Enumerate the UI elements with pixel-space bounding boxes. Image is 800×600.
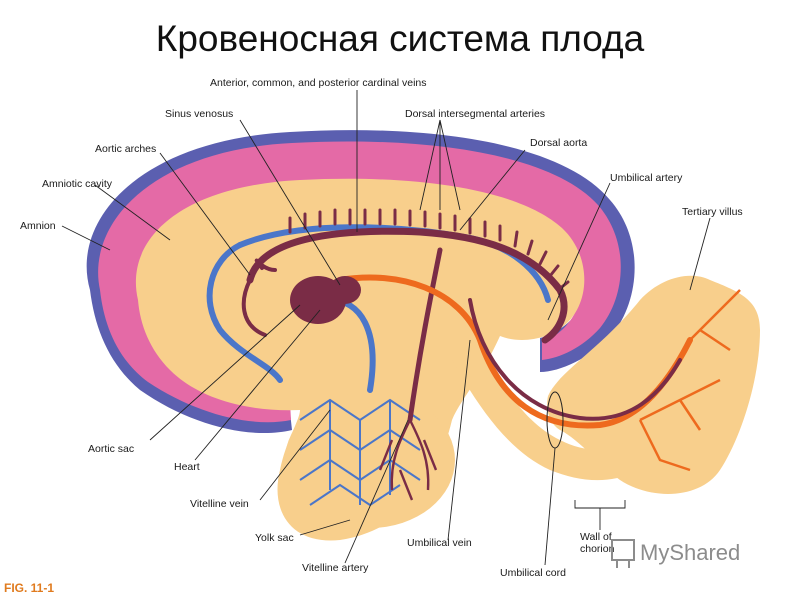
leader-lines bbox=[61, 90, 711, 566]
leader-line bbox=[689, 217, 711, 291]
page-title: Кровеносная система плода bbox=[155, 18, 645, 59]
label-vitelline-artery: Vitelline artery bbox=[302, 562, 369, 574]
label-aortic-sac: Aortic sac bbox=[88, 443, 134, 455]
figure-label: FIG. 11-1 bbox=[4, 581, 54, 595]
anterior-vein bbox=[206, 242, 283, 383]
chorion-shape bbox=[547, 275, 760, 494]
label-umbilical-vein: Umbilical vein bbox=[407, 537, 472, 549]
network-line bbox=[378, 439, 438, 501]
label-wall-of-chorion-1: Wall of bbox=[580, 531, 612, 543]
heart-shape bbox=[290, 276, 361, 324]
leader-line bbox=[149, 304, 301, 441]
villus-line bbox=[689, 289, 741, 352]
vitelline-artery-path bbox=[407, 247, 443, 423]
vitelline-vein-network bbox=[299, 398, 421, 507]
label-amnion: Amnion bbox=[20, 220, 56, 232]
label-heart: Heart bbox=[174, 461, 200, 473]
tertiary-villi bbox=[638, 289, 741, 472]
aortic-arches-path bbox=[241, 258, 277, 337]
leader-line bbox=[259, 409, 331, 501]
label-umbilical-artery: Umbilical artery bbox=[610, 172, 683, 184]
label-tertiary-villus: Tertiary villus bbox=[682, 206, 743, 218]
leader-line bbox=[419, 119, 461, 211]
leader-line bbox=[159, 152, 251, 276]
watermark: MyShared bbox=[611, 539, 740, 568]
leader-line bbox=[344, 419, 409, 564]
label-umbilical-cord: Umbilical cord bbox=[500, 567, 566, 579]
label-aortic-arches: Aortic arches bbox=[95, 143, 156, 155]
villus-line bbox=[638, 378, 721, 472]
umbilical-cord-shape bbox=[452, 330, 640, 481]
network-line bbox=[309, 483, 401, 507]
label-dorsal-aorta: Dorsal aorta bbox=[530, 137, 587, 149]
chorion-bracket bbox=[574, 500, 626, 509]
label-amniotic-cavity: Amniotic cavity bbox=[42, 178, 113, 190]
label-vitelline-vein: Vitelline vein bbox=[190, 498, 249, 510]
leader-line bbox=[447, 339, 471, 541]
leader-line bbox=[547, 182, 611, 321]
sinus-venosus-chamber bbox=[329, 276, 361, 304]
embryo-body bbox=[135, 178, 585, 541]
watermark-text: MyShared bbox=[640, 540, 740, 565]
intersegmental-ticks bbox=[288, 208, 570, 292]
leader-line bbox=[459, 149, 526, 231]
leader-line bbox=[61, 225, 111, 251]
dorsal-aorta bbox=[241, 208, 570, 423]
watermark-icon-legs bbox=[616, 560, 630, 568]
network-line bbox=[390, 419, 430, 491]
leader-line bbox=[194, 309, 321, 461]
leader-line bbox=[299, 519, 351, 536]
watermark-icon bbox=[611, 539, 635, 561]
label-wall-of-chorion-2: chorion bbox=[580, 543, 615, 555]
umbilical-vein-path bbox=[468, 298, 682, 421]
dorsal-aorta-path bbox=[246, 227, 568, 344]
leader-line bbox=[94, 184, 171, 241]
label-yolk-sac: Yolk sac bbox=[255, 532, 294, 544]
vitelline-artery-network bbox=[378, 419, 438, 501]
leader-line bbox=[544, 447, 556, 566]
leader-line bbox=[239, 119, 341, 286]
label-dorsal-intersegmental: Dorsal intersegmental arteries bbox=[405, 108, 545, 120]
label-sinus-venosus: Sinus venosus bbox=[165, 108, 233, 120]
label-cardinal-veins: Anterior, common, and posterior cardinal… bbox=[210, 77, 427, 89]
